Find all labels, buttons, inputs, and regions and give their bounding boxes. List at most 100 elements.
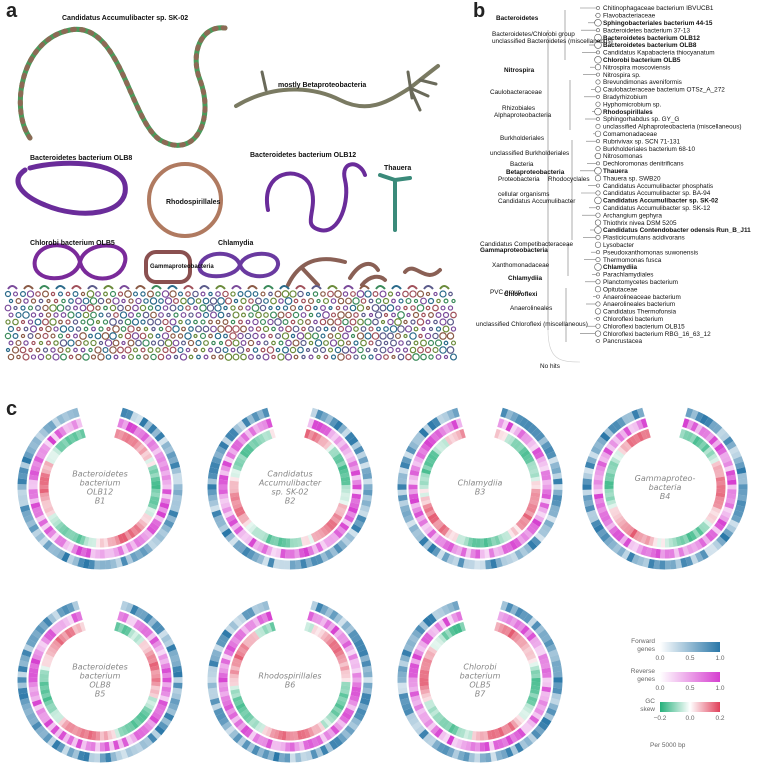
ring-segment [338,468,349,475]
ring-segment [497,738,505,749]
ring-segment [246,549,256,560]
contig-fragment [177,304,184,312]
ring-segment [548,649,559,658]
tree-leaf-node [594,219,602,226]
ring-segment [135,443,145,453]
ring-segment [403,450,414,460]
ring-segment [138,417,149,428]
ring-segment [431,739,442,750]
ring-segment [408,523,420,534]
ring-segment [31,653,43,661]
ring-segment [414,624,426,635]
ring-segment [339,688,350,695]
ring-segment [332,512,343,521]
contig-fragment [53,312,59,318]
contig-fragment [22,311,30,319]
contig-fragment [232,353,240,361]
ring-segment [650,548,657,558]
contig-fragment [120,326,127,332]
contig-fragment [383,354,389,360]
ring-segment [612,453,623,462]
ring-segment [315,409,324,420]
ring-segment [169,461,181,470]
ring-segment [608,460,619,468]
ring-segment [235,509,246,518]
contig-fragment [365,347,371,353]
ring-segment [251,744,261,756]
ring-segment [436,414,446,425]
ring-segment [75,545,83,556]
ring-segment [450,737,459,748]
ring-segment [426,528,437,539]
contig-fragment [177,333,184,339]
contig-fragment [279,285,290,290]
contig-fragment [19,290,27,298]
ring-segment [35,644,46,653]
ring-segment [218,633,230,644]
tree-internal-label: Xanthomonadaceae [492,262,550,269]
contig-fragment [185,305,191,311]
ring-segment [551,499,562,507]
ring-segment [57,633,67,643]
ring-segment [725,469,736,477]
contig-fragment [169,346,177,354]
ring-segment [526,439,537,449]
ring-segment [423,718,434,728]
contig-fragment [435,326,442,332]
ring-segment [411,506,423,514]
ring-segment [551,692,562,700]
ring-segment [441,438,450,448]
ring-segment [510,719,519,729]
contig-fragment [53,298,59,304]
contig-fragment [232,325,240,333]
ring-segment [605,521,616,532]
ring-segment [584,504,596,513]
ring-segment [168,509,179,518]
ring-segment [232,657,243,665]
ring-segment [130,438,139,448]
ring-segment [339,714,350,725]
ring-segment [142,705,153,714]
ring-segment [685,556,694,567]
ring-segment [319,744,329,756]
ring-segment [21,649,32,658]
ring-segment [147,423,158,435]
tree-internal-label: Burkholderiales [500,135,544,142]
ring-segment [38,518,49,527]
ring-segment [66,421,75,432]
ring-segment [350,690,361,698]
ring-segment [459,728,466,739]
ring-segment [107,730,113,740]
ring-segment [154,624,166,635]
ring-segment [171,660,182,668]
ring-segment [716,536,727,547]
ring-segment [689,530,698,541]
contig-fragment [150,353,157,361]
ring-segment [353,519,365,529]
ring-segment [627,539,636,551]
ring-segment [333,435,344,446]
contig-fragment [413,298,419,304]
ring-segment [523,736,534,747]
ring-segment [339,442,350,453]
ring-segment [310,600,319,611]
contig-fragment [208,319,213,325]
contig-fragment [97,353,105,361]
ring-segment [494,621,501,632]
ring-segment [70,544,79,555]
ring-segment [540,469,551,477]
ring-segment [599,532,611,543]
ring-segment [166,514,177,524]
ring-segment [351,474,362,481]
contig-fragment [360,339,367,347]
genome-circle-title: OLB5 [469,681,490,690]
contig-fragment [218,354,224,360]
ring-segment [120,725,129,736]
ring-segment [441,551,451,563]
ring-segment [652,537,658,547]
ring-segment [679,428,686,439]
tree-leaf-label: Burkholderiales bacterium 68-10 [603,146,695,153]
ring-segment [117,738,125,749]
contig-fragment [75,339,82,347]
